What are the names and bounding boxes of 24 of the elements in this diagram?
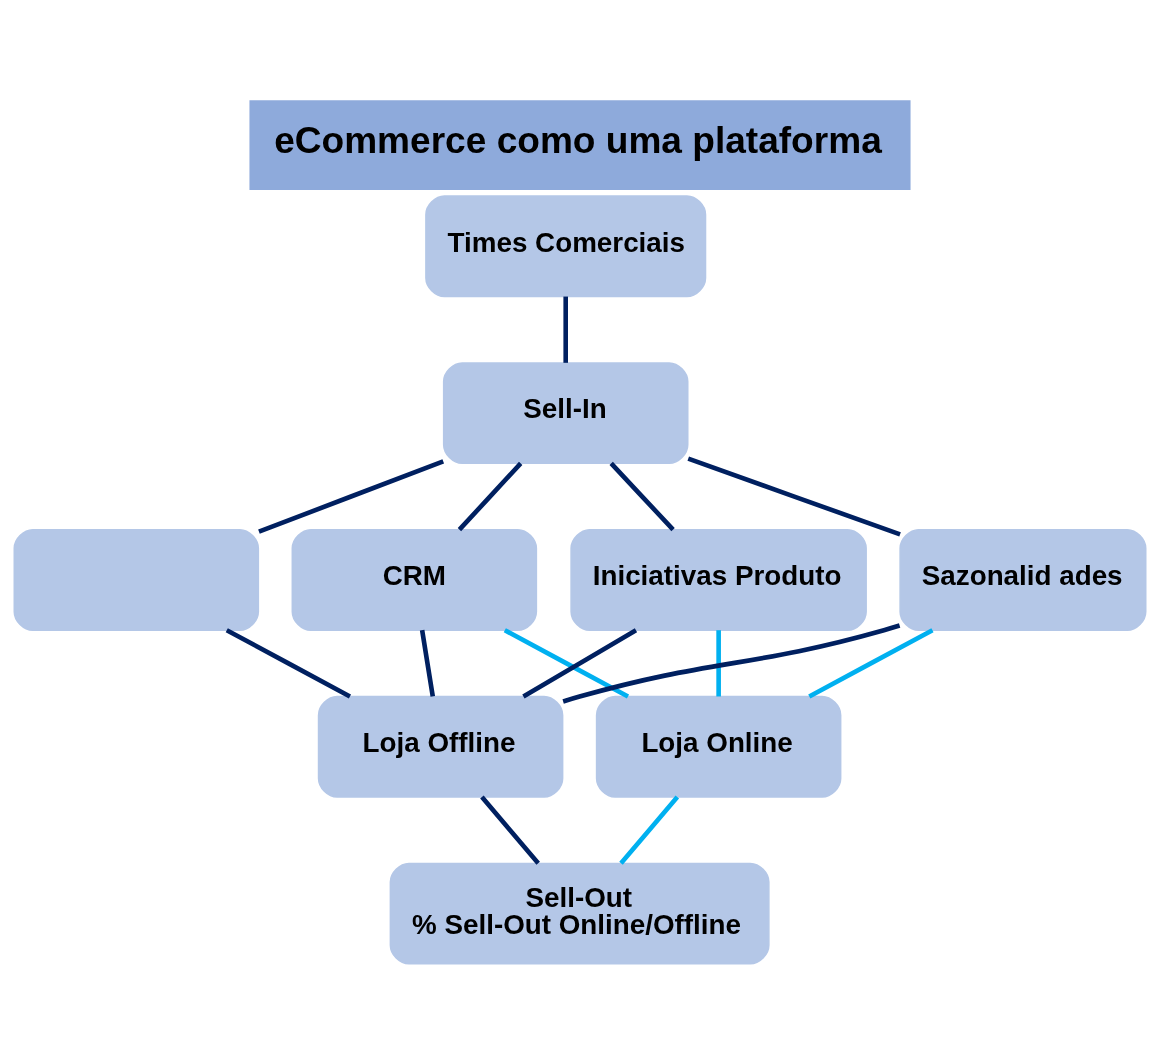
node-box: CRM (291, 528, 538, 631)
connector (808, 627, 934, 698)
node-box: Sazonalid ades (899, 528, 1147, 631)
connector (225, 627, 352, 698)
connector (503, 627, 630, 698)
node-box: Loja Online (595, 695, 842, 798)
diagram-title: eCommerce como uma plataforma (274, 118, 882, 161)
node-box: Iniciativas Produto (570, 528, 867, 631)
connector (562, 622, 901, 704)
connector (480, 795, 540, 865)
connector (563, 296, 569, 363)
node-box: Times Comerciais (425, 194, 707, 297)
connector (687, 455, 901, 537)
node-box: Loja Offline (317, 695, 564, 798)
connector (619, 795, 680, 865)
node-box: Sell-Out % Sell-Out Online/Offline (389, 862, 770, 965)
node-box: Sell-In (442, 361, 689, 464)
connector (522, 627, 638, 698)
connector (457, 461, 523, 531)
connector (716, 629, 721, 696)
node-box (13, 528, 260, 631)
connector (609, 461, 675, 531)
connector (419, 629, 436, 697)
connector (258, 458, 445, 534)
